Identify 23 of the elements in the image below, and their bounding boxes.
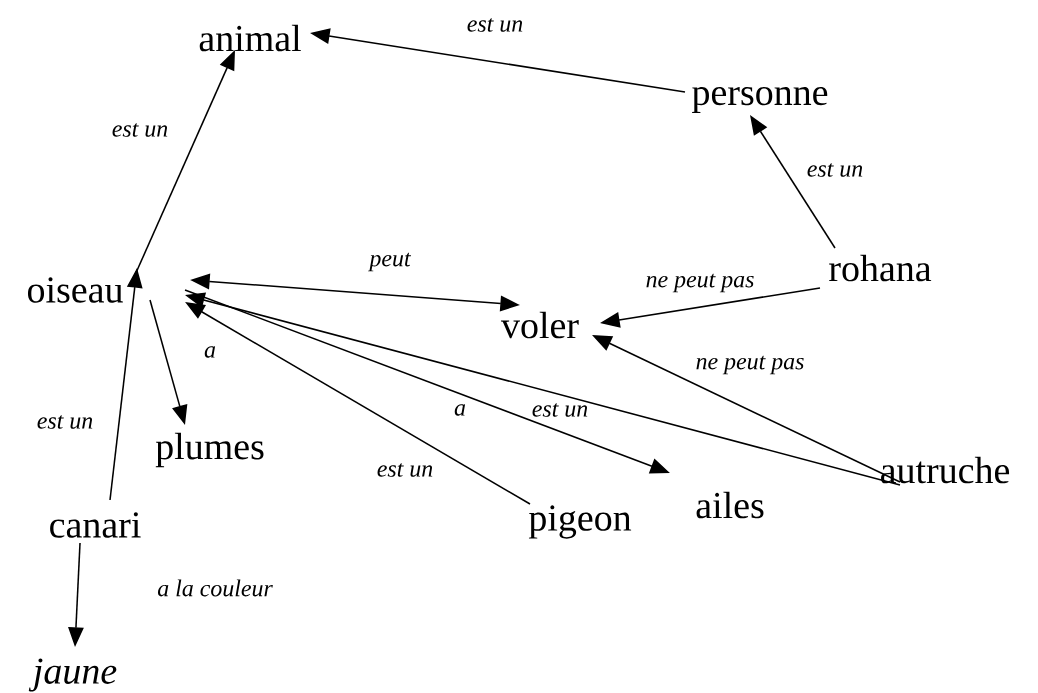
edge-label: est un — [37, 415, 93, 429]
concept-label: pigeon — [528, 505, 632, 539]
edge-label: est un — [807, 163, 863, 177]
edge-label: peut — [368, 252, 412, 272]
concept-label: animal — [199, 24, 301, 52]
concept-label: personne — [692, 87, 828, 113]
concept-label: autruche — [881, 456, 1010, 484]
concept-label: voler — [501, 311, 579, 339]
concept-label: jaune — [28, 658, 117, 692]
edge-label: a — [204, 346, 216, 358]
edge-label: ne peut pas — [696, 355, 804, 375]
concept-label: oiseau — [28, 277, 123, 303]
concept-label: canari — [50, 512, 141, 538]
concept-label: rohana — [829, 254, 932, 282]
concept-label: ailes — [696, 491, 764, 519]
edge-label: a — [454, 404, 466, 416]
edge-label: ne peut pas — [646, 273, 754, 293]
edge-label: est un — [532, 403, 588, 417]
concept-label: plumes — [155, 432, 264, 468]
edge-label: est un — [467, 18, 523, 32]
edge-label: a la couleur — [157, 579, 273, 597]
edge-label: est un — [377, 463, 433, 477]
edge-label: est un — [112, 123, 168, 137]
